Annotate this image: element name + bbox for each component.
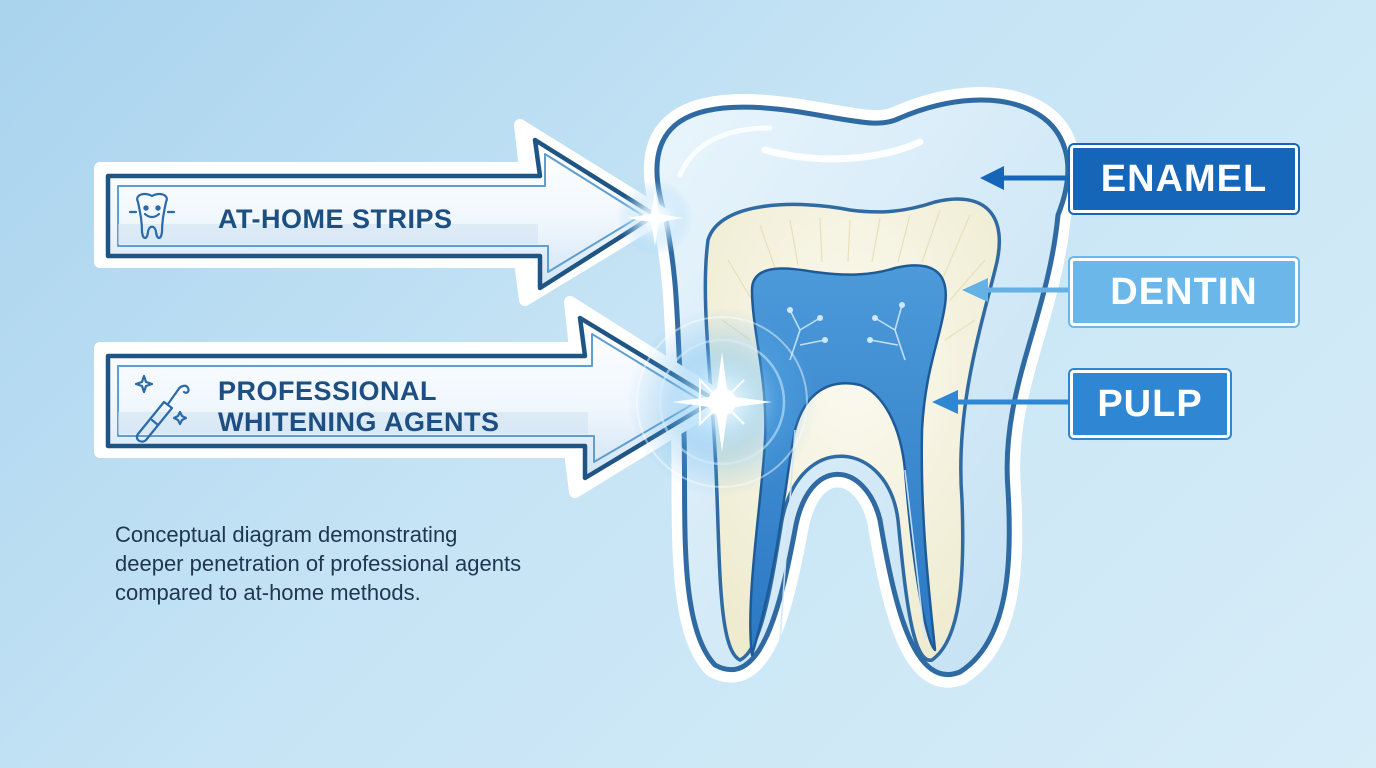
at-home-impact-glow [617,180,693,256]
at-home-strips-label: AT-HOME STRIPS [218,204,453,234]
professional-label-line1: PROFESSIONAL [218,376,438,406]
pulp-pointer [932,390,1072,414]
enamel-pointer [980,166,1072,190]
professional-agents-label: PROFESSIONAL WHITENING AGENTS [218,376,500,438]
dentin-pointer [962,278,1072,302]
enamel-label: ENAMEL [1070,145,1298,213]
professional-label-line2: WHITENING AGENTS [218,407,500,437]
professional-impact-glow [627,307,817,497]
diagram-caption: Conceptual diagram demonstrating deeper … [115,520,635,607]
caption-line-2: deeper penetration of professional agent… [115,551,522,576]
dental-tool-sparkle-icon [134,374,190,443]
at-home-strips-arrow [94,119,671,306]
pulp-label: PULP [1070,370,1230,438]
caption-line-3: compared to at-home methods. [115,580,421,605]
smiling-tooth-icon [128,192,176,240]
dentin-label: DENTIN [1070,258,1298,326]
professional-agents-arrow [94,296,731,498]
caption-line-1: Conceptual diagram demonstrating [115,522,458,547]
